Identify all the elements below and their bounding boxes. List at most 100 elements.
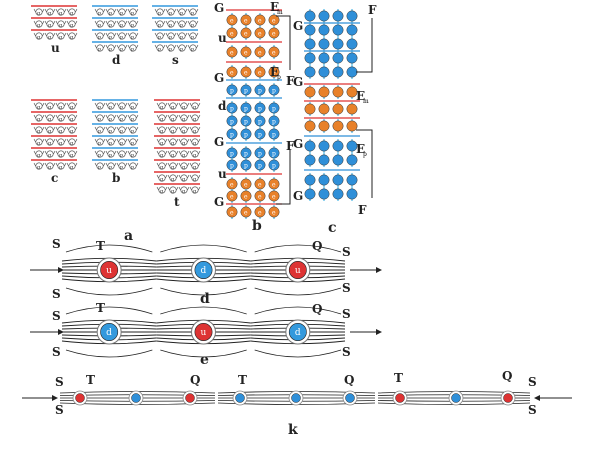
charge-dot: [240, 115, 252, 127]
quark-letter: g: [193, 117, 197, 123]
row-d-label: d: [200, 291, 210, 307]
charge-dot: [346, 120, 358, 132]
charge-letter: p: [230, 119, 234, 126]
charge-dot: [226, 46, 238, 58]
quark-dot: [57, 114, 65, 122]
quark-letter: g: [182, 177, 186, 183]
charge-dot: [304, 38, 316, 50]
quark-letter: p: [120, 105, 123, 111]
charge-letter: p: [244, 119, 248, 126]
arrow-head: [534, 395, 540, 401]
charge-dot: [304, 86, 316, 98]
quark-letter: g: [59, 105, 63, 111]
quark-letter: p: [169, 23, 172, 29]
quark-letter: p: [131, 23, 134, 29]
charge-dot: [268, 159, 280, 171]
charge-letter: e: [272, 50, 276, 57]
quark-letter: g: [59, 153, 63, 159]
quark-letter: g: [48, 153, 52, 159]
charge-dot: [332, 38, 344, 50]
force-bracket: [356, 129, 373, 198]
arrow-head: [58, 267, 64, 273]
charge-dot: [240, 27, 252, 39]
quark-letter: g: [171, 177, 175, 183]
charge-letter: e: [244, 70, 248, 77]
quark-letter: g: [171, 105, 175, 111]
charge-dot: [254, 66, 266, 78]
charge-dot: [226, 190, 238, 202]
charge-letter: e: [230, 70, 234, 77]
energy-Em-sub: m: [363, 98, 369, 105]
quark-letter: p: [109, 11, 112, 17]
charge-dot: [240, 66, 252, 78]
quark-letter: p: [109, 47, 112, 53]
label-T: T: [86, 373, 95, 387]
charge-dot: [318, 38, 330, 50]
quark-letter: g: [160, 141, 164, 147]
quark-letter: p: [131, 153, 134, 159]
particle: [185, 393, 195, 403]
quark-dot: [169, 102, 177, 110]
quark-letter: p: [158, 47, 161, 53]
field-loop: [65, 244, 153, 253]
label-T: T: [238, 373, 247, 387]
quark-letter: g: [59, 141, 63, 147]
energy-Ep-sub: p: [363, 151, 367, 158]
quark-letter: g: [70, 35, 74, 41]
label-Q: Q: [312, 302, 322, 316]
quark-dot: [68, 162, 76, 170]
charge-dot: [254, 102, 266, 114]
charge-letter: p: [258, 106, 262, 113]
quark-dot: [57, 8, 65, 16]
charge-letter: e: [258, 70, 262, 77]
charge-letter: p: [230, 106, 234, 113]
charge-letter: p: [244, 132, 248, 139]
quark-dot: [158, 114, 166, 122]
quark-letter: g: [70, 105, 74, 111]
quark-dot: [178, 44, 186, 52]
charge-dot: [240, 128, 252, 140]
quark-dot: [107, 162, 115, 170]
quark-dot: [189, 32, 197, 40]
charge-letter: e: [258, 31, 262, 38]
quark-letter: g: [37, 165, 41, 171]
quark-letter: g: [160, 117, 164, 123]
charge-dot: [226, 27, 238, 39]
quark-letter: g: [193, 177, 197, 183]
quark-dot: [180, 138, 188, 146]
charge-letter: e: [244, 210, 248, 217]
quark-dot: [167, 32, 175, 40]
field-loop: [65, 287, 153, 296]
quark-letter: p: [131, 35, 134, 41]
quark-dot: [158, 126, 166, 134]
quark-letter: g: [182, 165, 186, 171]
charge-dot: [240, 46, 252, 58]
quark-dot: [68, 8, 76, 16]
quark-dot: [156, 20, 164, 28]
quark-dot: [169, 138, 177, 146]
quark-dot: [35, 8, 43, 16]
quark-dot: [57, 150, 65, 158]
quark-dot: [46, 32, 54, 40]
quark-dot: [107, 44, 115, 52]
quark-letter: g: [171, 129, 175, 135]
quark-dot: [169, 162, 177, 170]
quark-dot: [35, 114, 43, 122]
layer-label-G: G: [214, 135, 224, 149]
particle: [291, 393, 301, 403]
quark-dot: [158, 174, 166, 182]
quark-dot: [46, 138, 54, 146]
quark-dot: [118, 162, 126, 170]
quark-letter: g: [182, 189, 186, 195]
particle: [100, 323, 119, 341]
layer-label-G: G: [214, 1, 224, 15]
charge-dot: [318, 120, 330, 132]
quark-letter: g: [37, 117, 41, 123]
